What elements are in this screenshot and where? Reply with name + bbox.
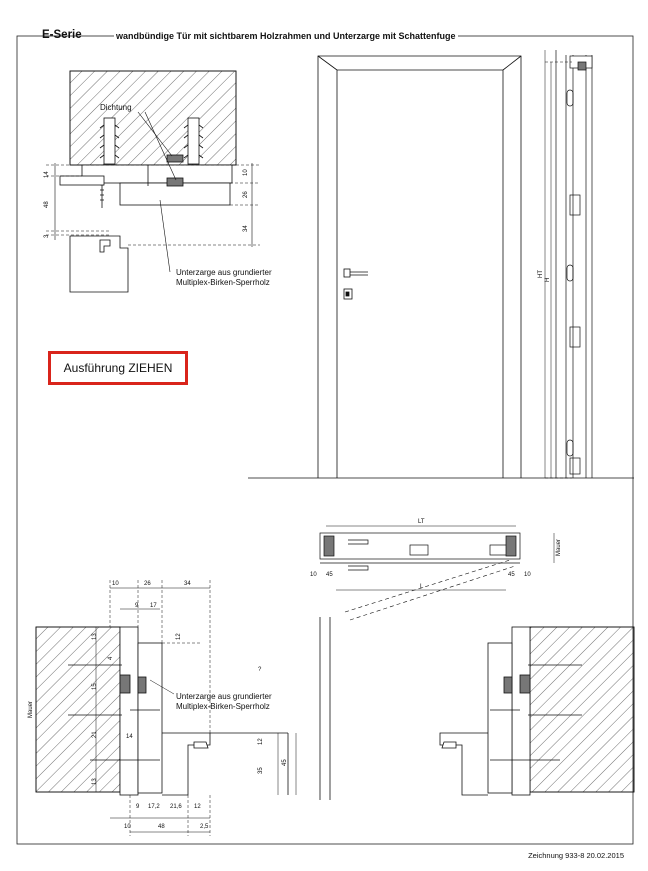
dim-text: 4 — [108, 656, 114, 660]
label-unterzarge-bottom: Unterzarge aus grundierter Multiplex-Bir… — [176, 692, 272, 711]
label-ht: HT — [538, 270, 544, 278]
ausfuehrung-label: Ausführung ZIEHEN — [63, 361, 173, 375]
label-h: H — [545, 277, 551, 282]
dim-text: 21 — [92, 731, 98, 738]
dim-text: 13 — [92, 633, 98, 640]
door-elevation — [248, 55, 634, 479]
label-mauer-plan: Mauer — [556, 538, 562, 556]
dim-text: 9 — [135, 603, 139, 609]
dim-text: 21,6 — [170, 804, 182, 810]
side-section — [544, 50, 593, 479]
dim-text: 10 — [310, 572, 317, 578]
label-unterzarge-top: Unterzarge aus grundierter Multiplex-Bir… — [176, 268, 272, 287]
dim-text: 3 — [44, 234, 50, 238]
dim-text: 35 — [258, 767, 264, 774]
dim-text: 12 — [258, 738, 264, 745]
dim-text: 15 — [92, 683, 98, 690]
drawing-description: wandbündige Tür mit sichtbarem Holzrahme… — [114, 31, 458, 41]
gap-mark: ? — [258, 667, 262, 673]
dim-text: 26 — [243, 191, 249, 198]
dim-text: 17 — [150, 603, 157, 609]
dim-text: 26 — [144, 581, 151, 587]
label-lt: LT — [418, 519, 425, 525]
plan-view — [319, 525, 555, 621]
dim-text: 10 — [524, 572, 531, 578]
dim-text: 10 — [124, 824, 131, 830]
dim-text: 34 — [184, 581, 191, 587]
dim-text: 2,5 — [200, 824, 209, 830]
dim-text: 17,2 — [148, 804, 160, 810]
dim-text: 13 — [92, 778, 98, 785]
dim-text: 45 — [282, 759, 288, 766]
label-mauer-left: Mauer — [28, 700, 34, 718]
head-section-drawing — [46, 70, 260, 293]
dim-text: 10 — [112, 581, 119, 587]
dim-text: 48 — [158, 824, 165, 830]
dim-text: 9 — [136, 804, 140, 810]
dim-text: 34 — [243, 225, 249, 232]
dim-text: 14 — [126, 734, 133, 740]
series-title: E-Serie — [42, 29, 82, 41]
ausfuehrung-box: Ausführung ZIEHEN — [48, 351, 188, 385]
dim-text: 48 — [44, 201, 50, 208]
dim-text: 14 — [44, 171, 50, 178]
dim-text: 12 — [176, 633, 182, 640]
jamb-section — [35, 580, 635, 836]
dim-text: 10 — [243, 169, 249, 176]
dim-text: 12 — [194, 804, 201, 810]
dim-text: 45 — [508, 572, 515, 578]
screws-left — [68, 664, 160, 761]
door-handle — [343, 268, 368, 300]
dim-text: 45 — [326, 572, 333, 578]
label-l: L — [420, 584, 424, 590]
anchor-right — [183, 117, 204, 165]
drawing-number: Zeichnung 933-8 20.02.2015 — [528, 851, 624, 860]
screws-right — [490, 664, 582, 761]
label-dichtung: Dichtung — [100, 103, 132, 112]
